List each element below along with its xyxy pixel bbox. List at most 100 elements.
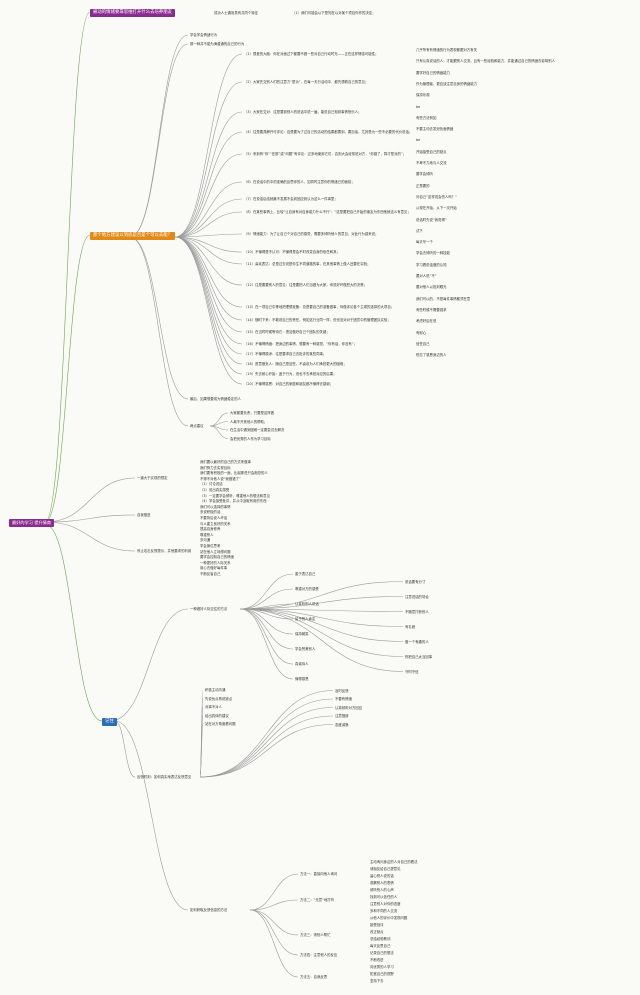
section1-side-10[interactable]: 不卑不亢地与人交流 (416, 161, 447, 165)
section5-item-5[interactable]: 找到可以信任的人 (370, 895, 398, 899)
section5-method4[interactable]: 方法四：注意他人的反应 (300, 953, 338, 957)
section3-item-10[interactable]: 学会赞美别人 (295, 647, 316, 651)
section3-item-11[interactable]: 别把自己太当回事 (405, 654, 433, 659)
section3-item-14[interactable]: 懂得感恩 (295, 677, 309, 681)
section1-item-0[interactable]: （1）很差的大脑：你在对面过下都要不做一些对自己行动时光——正在这样情感可能性； (244, 52, 379, 56)
section5-item-2[interactable]: 留心别人说的话 (370, 874, 394, 878)
section5-method5[interactable]: 方法五：自我反思 (300, 975, 328, 979)
section1-side-8[interactable]: be (416, 138, 421, 143)
bottom-line-0[interactable]: 大家都要负责，只要是这样做 (230, 411, 275, 415)
section2-item-6[interactable]: （3）一定要学会倾听，尊重他人的想法和意见 (200, 493, 270, 498)
section4-item-2[interactable]: 对事不对人 (205, 705, 222, 709)
section5-item-16[interactable]: 拓宽自己的视野 (370, 972, 394, 976)
section3-item-8[interactable]: 保持微笑 (295, 632, 309, 636)
section3-item-12[interactable]: 真诚待人 (295, 662, 309, 666)
section2-item-5[interactable]: （2）说出真实感受 (200, 488, 230, 492)
hub-purple[interactable]: 被动的情绪要靠思维打开什么去培养朋友 (90, 9, 176, 17)
section5-item-17[interactable]: 坚持下去 (370, 979, 384, 983)
section1-side-21[interactable]: 要对他人以批判眼光 (416, 285, 447, 290)
section5-item-6[interactable]: 注意别人对你的态度 (370, 902, 401, 906)
section3-item-2[interactable]: 尊重对方的感受 (295, 587, 319, 591)
section1-side-6[interactable]: 有些方法例如 (416, 115, 437, 120)
section1-item-7[interactable]: （8）在某些事情上，比较“让自身有对自身能力什么不行”：“这是要把自己开始的朋友… (244, 210, 411, 214)
section4-item-0[interactable]: 积极主动沟通 (205, 688, 226, 692)
section1-side-4[interactable]: 保持乐观 (416, 93, 430, 98)
section1-item-2[interactable]: （3）大家在交对：往是要到别人的说话中说一遍，能说自己相到事情快乐人； (244, 110, 362, 114)
section5-item-15[interactable]: 向优秀的人学习 (370, 965, 394, 969)
section1-side-26[interactable]: 信任自己 (416, 341, 430, 346)
section4-item-1[interactable]: 先说优点再说缺点 (205, 696, 233, 701)
section1-side-5[interactable]: be (416, 104, 421, 109)
section1-side-22[interactable]: 我们可以的，不是每件事情都须在意 (416, 296, 471, 301)
section3-item-4[interactable]: 认真听别人说话 (295, 602, 319, 606)
section5-item-4[interactable]: 倾听别人的心声 (370, 888, 394, 892)
section1-item-18[interactable]: （19）失去耐心开始：迷于行为，但也不去承担对应的后果； (244, 372, 337, 376)
section2-item-12[interactable]: 提高自身修养 (200, 527, 221, 532)
section5-item-12[interactable]: 每天反思自己 (370, 944, 391, 948)
section5-item-9[interactable]: 接受批评 (370, 923, 384, 927)
section4-item-4[interactable]: 站在对方角度看问题 (205, 722, 236, 726)
section5-method3[interactable]: 方法三：请别人帮忙 (300, 933, 331, 937)
section2-item-10[interactable]: 不要背后说人坏话 (200, 516, 228, 520)
section1-side-14[interactable]: 从现在开始，从下一次开始 (416, 206, 457, 211)
section2-lead-2[interactable]: 停止攻击反馈提示，并他要求的利用 (137, 549, 192, 553)
section4-item-7[interactable]: 认真倾听对方回应 (335, 705, 363, 710)
section5-method1[interactable]: 方法一：直接向他人询问 (300, 872, 338, 876)
section2-item-19[interactable]: 用心去做好每件事 (200, 566, 228, 571)
bottom-key[interactable]: 两点建议 (190, 424, 204, 428)
section5-item-1[interactable]: 请朋友给自己提意见 (370, 867, 401, 871)
bottom-intro[interactable]: 最后，如果想要成为情绪稳定的人 (190, 397, 241, 401)
section1-item-6[interactable]: （7）在说话后给就最不发展不会到回应到认为这么一件事里； (244, 197, 338, 201)
section2-item-14[interactable]: 多沟通 (200, 538, 211, 543)
section1-side-16[interactable]: 试下 (416, 228, 423, 233)
section1-side-3[interactable]: 作为管理者，更应该注意自身的情绪能力 (416, 81, 478, 86)
learn-intro-0[interactable]: 学会学会情绪行为 (190, 33, 218, 37)
section1-item-16[interactable]: （17）不懂得原谅：往是要求自己去批评的某些同事； (244, 352, 327, 356)
section1-item-13[interactable]: （14）随时下来：不敢说自己的责任。例如这行业同一样，但也没对对于团员中的管理团… (244, 318, 391, 322)
bottom-line-1[interactable]: 人离不开其他人的帮助； (230, 419, 268, 424)
section2-item-0[interactable]: 我们要以最好的自己的方式来做事 (200, 460, 251, 464)
section1-side-1[interactable]: 只有认真说话的人，才能跟别人交流，且有一些经验和能力，并能通过自己的情绪去影响别… (416, 59, 556, 64)
section1-item-9[interactable]: （10）不懂得是不认可：不懂得是会不时改变自身的信任和其； (244, 250, 340, 254)
section1-item-12[interactable]: （13）在一项自己中等地把理想准备：总是要自己的准备做事，你做评论各个主观的选择… (244, 305, 395, 309)
learn-intro-1[interactable]: 那一种并不能为海普通的自己的行为 (190, 42, 245, 46)
section1-item-4[interactable]: （5）来到有“你”“在那”或“问题”有评论：过多地使用它们，否则大会经常说对方，… (244, 152, 407, 156)
section4-item-5[interactable]: 及时反馈 (335, 688, 349, 693)
section1-side-17[interactable]: 每天写一个 (416, 240, 433, 245)
section1-item-17[interactable]: （18）愿意做负人：随自己是这些，不喜欢为人们承担更大的困难； (244, 362, 347, 366)
section3-item-1[interactable]: 说话要有分寸 (405, 579, 426, 584)
section2-item-4[interactable]: （1）讨论说话 (200, 482, 223, 487)
section5-item-10[interactable]: 改正缺点 (370, 930, 384, 934)
section2-item-7[interactable]: （4）学会接受批评，并从中汲取有用的东西 (200, 499, 267, 504)
section1-side-13[interactable]: 问自己“这样说会伤人吗？” (416, 194, 457, 199)
section1-side-9[interactable]: 开始接受自己的缺点 (416, 149, 447, 154)
section1-item-15[interactable]: （16）不懂得情绪：把身边的事情，想要有一种感觉，“你有话，你没有”； (244, 342, 357, 346)
section5-item-3[interactable]: 观察别人的表情 (370, 881, 394, 885)
section1-side-0[interactable]: 几乎所有有情绪的行为表现都跟对方有关 (416, 48, 478, 52)
section5-method2[interactable]: 方法二：“无意”地打听 (300, 898, 335, 902)
section1-side-23[interactable]: 有些时候不需要强求 (416, 307, 447, 312)
section1-item-14[interactable]: （15）在当时时候等待它：把这做好自己个团队的关键； (244, 330, 330, 334)
section1-side-19[interactable]: 学习看说话做的认知 (416, 262, 447, 267)
section5-item-8[interactable]: 从他人的评价中发现问题 (370, 916, 408, 920)
section3-item-0[interactable]: 善于表达自己 (295, 572, 316, 576)
bottom-line-2[interactable]: 在生活中遇到困难一定要尝试去解决 (230, 428, 285, 432)
section4-lead[interactable]: 反馈时刻：如何真实地表达反馈意见 (137, 775, 192, 779)
section2-lead-1[interactable]: 自我推进 (137, 513, 151, 517)
section5-item-14[interactable]: 不断改进 (370, 958, 384, 962)
section3-item-9[interactable]: 做一个有趣的人 (405, 639, 429, 644)
section1-side-15[interactable]: 说话时先说“我觉得” (416, 217, 447, 222)
section2-item-18[interactable]: 一种更好的人际关系 (200, 560, 231, 565)
section1-item-8[interactable]: （9）情绪能力：为了让自己个对自己的感觉，需要多倾听他人的意见，对此行为感来说； (244, 232, 379, 236)
section1-item-1[interactable]: （2）大家先交别人们的注意力“是功”，在每一天行活动中，都先想着自己的意见； (244, 80, 369, 84)
section1-item-11[interactable]: （12）往是要要别人的意见：往是要把人们当做为大家，你说好坏做些大的决策； (244, 283, 367, 287)
section1-item-5[interactable]: （6）在说话中的中的准确的反思你的人，如同时注意你的情绪已的面前； (244, 180, 355, 184)
section1-item-10[interactable]: （11）喜欢表达：总是过去说是你生不同道路的事，在其他事情上做人还要在实验； (244, 262, 371, 266)
bottom-line-3[interactable]: 会把优秀的人作为学习目标 (230, 436, 271, 441)
section5-item-7[interactable]: 多和不同的人交流 (370, 909, 398, 913)
section1-side-24[interactable]: 考虑好后在说 (416, 319, 437, 324)
hub-orange[interactable]: 那个地方建议以到底是否是个可以去能？ (90, 232, 176, 240)
section2-item-17[interactable]: 要学会控制自己的情绪 (200, 555, 234, 560)
hub-blue[interactable]: 记住 (102, 718, 117, 726)
section4-item-3[interactable]: 给出具体的建议 (205, 713, 229, 718)
